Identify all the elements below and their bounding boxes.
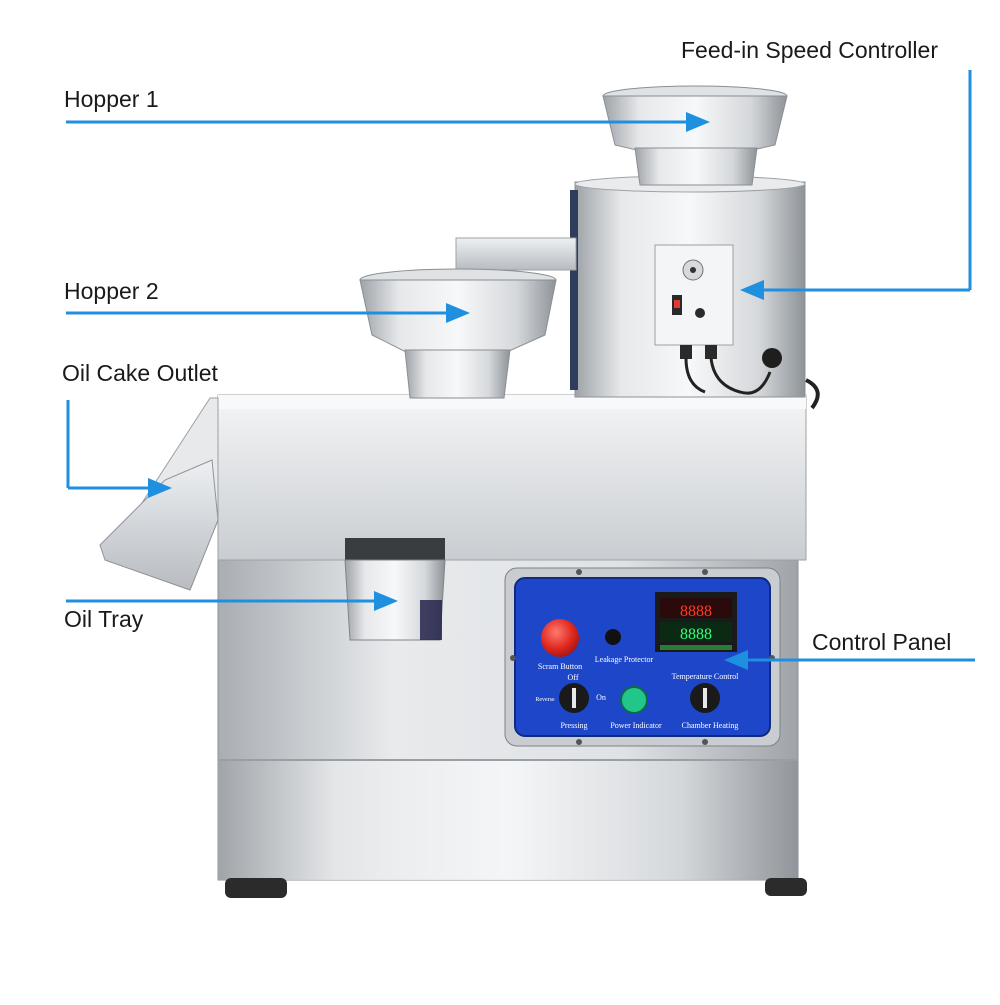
reverse-label: Reverse — [535, 697, 555, 703]
hopper2-arrow — [66, 303, 470, 323]
on-label: On — [596, 693, 606, 702]
chamber-heating-label: Chamber Heating — [682, 721, 739, 730]
power-indicator-label: Power Indicator — [610, 721, 662, 730]
callout-arrows — [66, 70, 975, 670]
oil-tray-label: Oil Tray — [64, 606, 144, 632]
hopper-2 — [359, 268, 557, 399]
scram-button-label: Scram Button — [538, 662, 582, 671]
feed-speed-arrow — [740, 70, 972, 300]
oil-cake-outlet-arrow — [66, 400, 172, 498]
control-panel-arrow — [724, 650, 975, 670]
speed-controller-box — [654, 244, 820, 410]
power-indicator-light — [620, 686, 648, 714]
upper-body — [217, 394, 807, 561]
leakage-protector-label: Leakage Protector — [595, 655, 654, 664]
scram-button — [541, 619, 579, 657]
temperature-control-label: Temperature Control — [672, 672, 740, 681]
oil-cake-outlet-label: Oil Cake Outlet — [62, 360, 218, 386]
oil-cake-chute — [99, 397, 219, 591]
oil-tray — [344, 538, 446, 641]
oil-tray-arrow — [66, 591, 398, 611]
hopper-1 — [602, 85, 788, 186]
feed-speed-controller-label: Feed-in Speed Controller — [681, 37, 938, 63]
leakage-protector — [605, 629, 621, 645]
middle-step — [455, 237, 577, 271]
off-label: Off — [568, 673, 579, 682]
hopper1-label: Hopper 1 — [64, 86, 159, 112]
control-panel-label: Control Panel — [812, 629, 952, 655]
hopper1-arrow — [66, 112, 710, 132]
control-panel — [504, 567, 781, 747]
right-foot — [765, 878, 807, 896]
display-bottom-digits: 8888 — [680, 626, 712, 643]
pressing-label: Pressing — [560, 721, 587, 730]
display-top-digits: 8888 — [680, 603, 712, 620]
hopper2-label: Hopper 2 — [64, 278, 159, 304]
left-foot — [225, 878, 287, 898]
